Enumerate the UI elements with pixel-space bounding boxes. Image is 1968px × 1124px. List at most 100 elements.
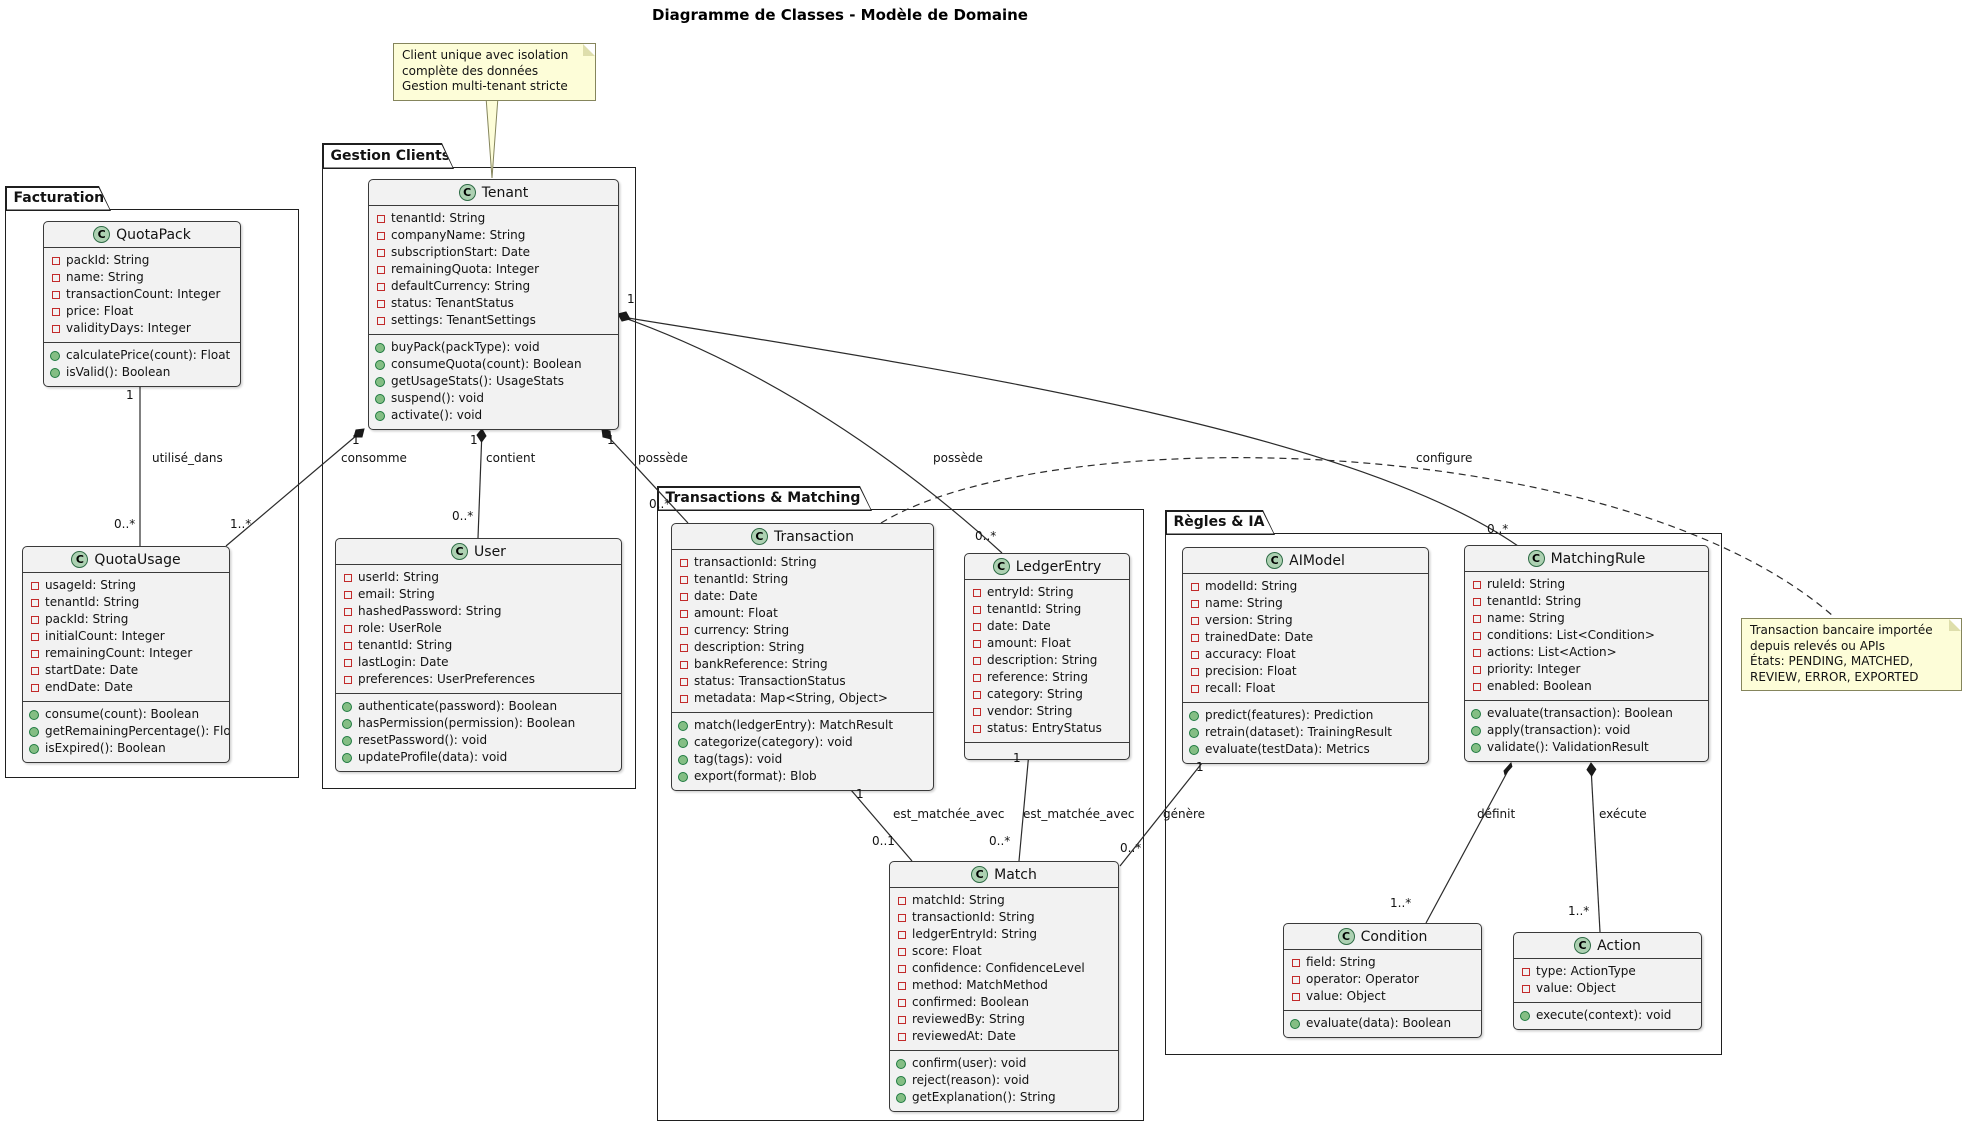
field-icon — [1473, 614, 1481, 623]
method-row: evaluate(testData): Metrics — [1189, 741, 1420, 758]
attr-text: name: String — [66, 270, 144, 284]
relation-label: possède — [638, 451, 688, 465]
attr-text: remainingQuota: Integer — [391, 262, 540, 276]
method-text: apply(transaction): void — [1487, 723, 1631, 737]
method-row: authenticate(password): Boolean — [342, 698, 613, 715]
field-icon — [1191, 667, 1199, 676]
package-regles-ia-tab: Règles & IA — [1165, 510, 1275, 535]
attr-row: type: ActionType — [1520, 963, 1693, 980]
field-icon — [680, 643, 688, 652]
attr-row: initialCount: Integer — [29, 628, 221, 645]
method-row: reject(reason): void — [896, 1072, 1110, 1089]
field-icon — [344, 624, 352, 633]
class-action-name: Action — [1597, 937, 1641, 954]
method-text: predict(features): Prediction — [1205, 708, 1374, 722]
attr-text: precision: Float — [1205, 664, 1297, 678]
field-icon — [680, 592, 688, 601]
method-row: evaluate(data): Boolean — [1290, 1015, 1473, 1032]
class-icon: C — [93, 226, 111, 243]
method-icon — [1189, 727, 1199, 738]
attr-text: entryId: String — [987, 585, 1074, 599]
class-matchingrule-name: MatchingRule — [1550, 550, 1646, 567]
field-icon — [31, 581, 39, 590]
class-quotapack-header: C QuotaPack — [44, 222, 240, 248]
attr-row: transactionId: String — [678, 554, 925, 571]
package-gestion-clients-label: Gestion Clients — [324, 145, 453, 168]
attr-text: currency: String — [694, 623, 790, 637]
class-icon: C — [750, 528, 768, 545]
field-icon — [1292, 975, 1300, 984]
attr-row: userId: String — [342, 569, 613, 586]
method-icon — [342, 718, 352, 729]
note-row: Client unique avec isolation — [402, 48, 586, 64]
attr-text: status: TransactionStatus — [694, 674, 846, 688]
field-icon — [344, 590, 352, 599]
attr-text: reviewedAt: Date — [912, 1029, 1016, 1043]
field-icon — [973, 673, 981, 682]
attr-row: defaultCurrency: String — [375, 278, 610, 295]
field-icon — [31, 615, 39, 624]
attr-row: email: String — [342, 586, 613, 603]
field-icon — [898, 998, 906, 1007]
class-aimodel-header: C AIModel — [1183, 548, 1428, 574]
attr-text: date: Date — [987, 619, 1051, 633]
field-icon — [1191, 616, 1199, 625]
attr-text: price: Float — [66, 304, 134, 318]
method-icon — [678, 771, 688, 782]
field-icon — [973, 690, 981, 699]
method-row: suspend(): void — [375, 390, 610, 407]
attr-row: description: String — [678, 639, 925, 656]
class-tenant-name: Tenant — [481, 184, 529, 201]
field-icon — [1473, 580, 1481, 589]
attr-text: tenantId: String — [694, 572, 789, 586]
field-icon — [898, 930, 906, 939]
attr-text: ledgerEntryId: String — [912, 927, 1038, 941]
relation-label: possède — [933, 451, 983, 465]
attr-row: accuracy: Float — [1189, 646, 1420, 663]
field-icon — [898, 1015, 906, 1024]
field-icon — [680, 677, 688, 686]
attr-text: lastLogin: Date — [358, 655, 449, 669]
attr-text: packId: String — [66, 253, 150, 267]
attr-text: tenantId: String — [358, 638, 453, 652]
method-row: consume(count): Boolean — [29, 706, 221, 723]
package-gestion-clients-tab: Gestion Clients — [322, 143, 454, 169]
attr-row: confirmed: Boolean — [896, 994, 1110, 1011]
field-icon — [1191, 599, 1199, 608]
field-icon — [1191, 684, 1199, 693]
field-icon — [344, 658, 352, 667]
method-text: consume(count): Boolean — [45, 707, 200, 721]
field-icon — [31, 649, 39, 658]
attr-row: bankReference: String — [678, 656, 925, 673]
method-icon — [1471, 742, 1481, 753]
attr-row: amount: Float — [678, 605, 925, 622]
field-icon — [973, 588, 981, 597]
attr-text: method: MatchMethod — [912, 978, 1048, 992]
attr-row: tenantId: String — [29, 594, 221, 611]
attr-row: status: TenantStatus — [375, 295, 610, 312]
method-icon — [29, 726, 39, 737]
field-icon — [52, 307, 60, 316]
field-icon — [973, 639, 981, 648]
attr-row: preferences: UserPreferences — [342, 671, 613, 688]
attr-text: startDate: Date — [45, 663, 139, 677]
field-icon — [680, 694, 688, 703]
class-ledgerentry-name: LedgerEntry — [1015, 558, 1102, 575]
field-icon — [973, 622, 981, 631]
attr-row: version: String — [1189, 612, 1420, 629]
field-icon — [973, 656, 981, 665]
attr-row: ruleId: String — [1471, 576, 1700, 593]
method-icon — [342, 752, 352, 763]
field-icon — [973, 707, 981, 716]
attr-text: conditions: List<Condition> — [1487, 628, 1655, 642]
method-icon — [1520, 1010, 1530, 1021]
method-row: predict(features): Prediction — [1189, 707, 1420, 724]
